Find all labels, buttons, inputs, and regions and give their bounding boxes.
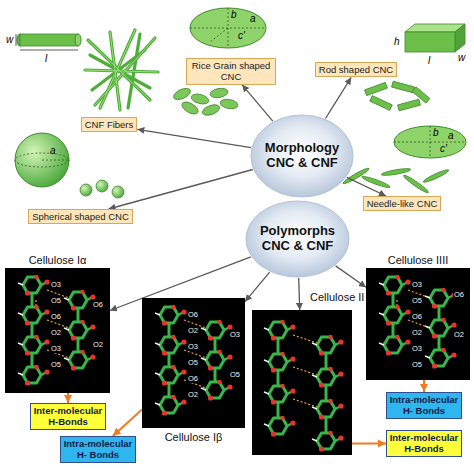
dimension-label: b: [433, 127, 439, 139]
rice-grain-ellipsoid: [190, 8, 266, 48]
hub-text: Morphology CNC & CNF: [258, 141, 346, 171]
atom-label: O2: [187, 390, 199, 399]
small-spheres: [80, 180, 124, 198]
bond-text: Intra-molecular H- Bonds: [63, 438, 133, 461]
atom-label: O6: [50, 312, 62, 321]
cnf-rod: [16, 34, 81, 50]
morphology-label: CNF Fibers: [81, 117, 138, 132]
label-text: Rod shaped CNC: [319, 64, 393, 75]
label-text: Spherical shaped CNC: [32, 211, 129, 222]
atom-label: O5: [187, 358, 199, 367]
dimension-label: c': [238, 30, 245, 42]
panel-heading: Cellulose IIII: [388, 254, 449, 267]
dimension-label: a: [250, 13, 256, 25]
bond-box: Inter-molecular H-Bonds: [30, 403, 106, 430]
atom-label: O2: [92, 340, 104, 349]
bond-text: Intra-molecular H- Bonds: [389, 394, 459, 417]
label-text: Rice Grain shaped CNC: [190, 60, 272, 83]
connector-arrow: [336, 266, 366, 287]
connector-arrow: [352, 442, 386, 444]
cellulose-ia-structure: [5, 268, 110, 393]
structure-panel: Cellulose II: [252, 310, 352, 455]
bond-text: Inter-molecular H-Bonds: [389, 432, 459, 455]
dimension-label: b: [231, 9, 237, 21]
atom-label: O2: [411, 328, 423, 337]
atom-label: O6: [187, 374, 199, 383]
atom-label: O6: [411, 312, 423, 321]
dimension-label: w: [6, 34, 13, 46]
morphology-label: Rice Grain shaped CNC: [186, 58, 276, 85]
atom-label: O2: [453, 330, 465, 339]
sphere: [15, 133, 69, 187]
dimension-label: l: [45, 53, 47, 65]
bond-box: Intra-molecular H- Bonds: [60, 436, 136, 463]
dimension-label: c': [440, 143, 447, 155]
atom-label: O6: [92, 300, 104, 309]
atom-label: O5: [229, 370, 241, 379]
atom-label: O6: [187, 310, 199, 319]
rod-box: [405, 24, 465, 52]
needles: [342, 167, 450, 195]
label-text: CNF Fibers: [85, 119, 134, 130]
hub-circle: Polymorphs CNC & CNF: [245, 200, 350, 278]
bond-text: Inter-molecular H-Bonds: [33, 405, 103, 428]
connector-arrow: [113, 410, 142, 436]
atom-label: O5: [50, 296, 62, 305]
dimension-label: h: [394, 36, 400, 48]
morphology-label: Spherical shaped CNC: [28, 209, 133, 224]
atom-label: O5: [50, 360, 62, 369]
atom-label: O5: [411, 296, 423, 305]
cnf-network: [85, 30, 158, 110]
connector-arrow: [326, 77, 352, 118]
connector-arrow: [137, 129, 251, 147]
rice-grains: [172, 86, 239, 117]
cellulose-iii-structure: [366, 268, 470, 380]
atom-label: O3: [229, 330, 241, 339]
dimension-label: w: [458, 52, 465, 64]
needle-ellipsoid: [394, 126, 466, 158]
connector-arrow: [245, 272, 270, 302]
connector-arrow: [423, 380, 425, 392]
hub-text: Polymorphs CNC & CNF: [254, 224, 342, 254]
dimension-label: l: [428, 55, 430, 67]
connector-arrow: [242, 85, 273, 121]
bond-box: Inter-molecular H-Bonds: [386, 430, 462, 457]
connector-arrow: [109, 170, 253, 210]
panel-heading: Cellulose II: [310, 291, 364, 304]
dimension-label: a: [448, 130, 454, 142]
panel-heading: Cellulose Iα: [29, 254, 87, 267]
morphology-label: Needle-like CNC: [363, 196, 442, 211]
atom-label: O5: [411, 360, 423, 369]
circle-shape: [251, 115, 353, 197]
cellulose-ii-structure: [252, 310, 352, 455]
bond-box: Intra-molecular H- Bonds: [386, 392, 462, 419]
atom-label: O3: [50, 280, 62, 289]
atom-label: O3: [187, 342, 199, 351]
cellulose-ib-structure: [142, 298, 245, 428]
atom-label: O2: [50, 328, 62, 337]
connector-arrow: [67, 393, 69, 403]
atom-label: O6: [453, 290, 465, 299]
atom-label: O3: [411, 344, 423, 353]
panel-heading: Cellulose Iβ: [165, 431, 223, 444]
dimension-label: a: [50, 145, 56, 157]
connector-arrow: [299, 278, 300, 310]
connector-arrow: [110, 257, 251, 311]
circle-shape: [246, 201, 349, 277]
atom-label: O3: [411, 280, 423, 289]
rods: [365, 81, 430, 110]
atom-label: O3: [50, 344, 62, 353]
connector-arrow: [347, 177, 386, 196]
atom-label: O2: [187, 326, 199, 335]
hub-circle: Morphology CNC & CNF: [250, 114, 354, 198]
label-text: Needle-like CNC: [367, 198, 438, 209]
morphology-label: Rod shaped CNC: [315, 62, 397, 77]
